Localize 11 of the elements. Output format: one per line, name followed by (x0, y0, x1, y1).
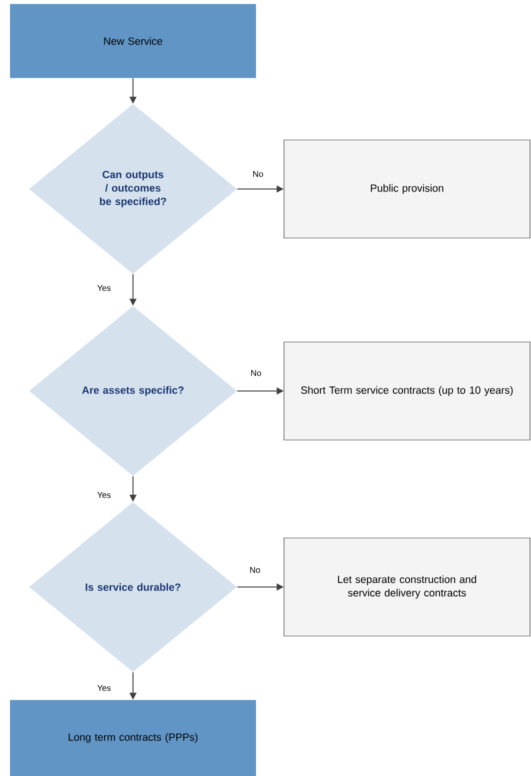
outcome-box: Let separate construction and service delivery contracts (284, 538, 530, 636)
edge-label: Yes (97, 685, 111, 691)
outcome-box: Short Term service contracts (up to 10 years) (284, 342, 530, 440)
start-box: New Service (10, 4, 256, 78)
end-box: Long term contracts (PPPs) (10, 700, 256, 776)
edge-label: No (251, 370, 262, 376)
edge-label: No (250, 567, 260, 573)
edge-label: Yes (97, 285, 111, 291)
edge-label: Yes (97, 492, 111, 498)
edge-label: No (253, 171, 264, 177)
outcome-box: Public provision (284, 140, 530, 238)
